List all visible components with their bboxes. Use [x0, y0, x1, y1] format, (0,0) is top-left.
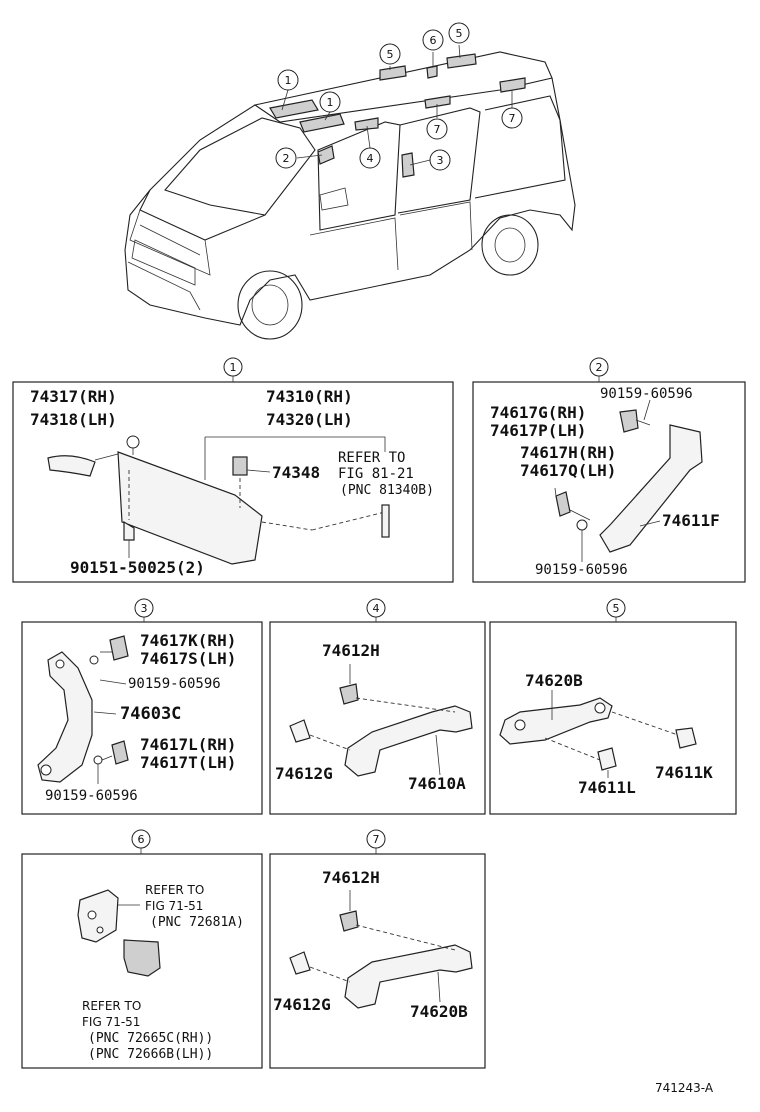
part-74617K: 74617K(RH) — [140, 631, 236, 650]
label-text: 5 — [387, 48, 394, 61]
overview-callout-6: 6 — [422, 29, 444, 51]
overview-callout-5a: 5 — [379, 43, 401, 65]
part-74617G: 74617G(RH) — [490, 403, 586, 422]
label-text: 4 — [367, 152, 374, 165]
label-text: (PNC 81340B) — [340, 483, 434, 498]
part-74610A: 74610A — [408, 774, 466, 793]
part-74317: 74317(RH) — [30, 387, 117, 406]
label-text: 7 — [373, 833, 380, 846]
panel-4: 4 74612H 74612G 74610A — [269, 598, 486, 815]
ref-text: REFER TO — [338, 450, 405, 466]
label-text: 7 — [509, 112, 516, 125]
label-text: 1 — [327, 96, 334, 109]
label-text: FIG 71-51 — [145, 899, 203, 913]
overview-callout-3: 3 — [429, 149, 451, 171]
overview-callout-1a: 1 — [277, 69, 299, 91]
figure-id: 741243-A — [655, 1081, 714, 1095]
part-74617Q: 74617Q(LH) — [520, 461, 616, 480]
ref-text-a: REFER TO — [145, 883, 204, 897]
vehicle-illustration — [124, 44, 576, 340]
part-74603C: 74603C — [120, 704, 181, 724]
panel-6: 6 REFER TO FIG 71-51 (PNC 72681A) REFER … — [21, 829, 263, 1069]
overview-callout-1b: 1 — [319, 91, 341, 113]
part-90159-b: 90159-60596 — [535, 562, 628, 578]
part-74617L: 74617L(RH) — [140, 735, 236, 754]
part-90159-a: 90159-60596 — [128, 676, 221, 692]
part-74617S: 74617S(LH) — [140, 649, 236, 668]
part-74612H: 74612H — [322, 868, 380, 887]
label-text: 3 — [141, 602, 148, 615]
panel-3: 3 74617K(RH) 74617S(LH) 90159-60596 7460… — [21, 598, 263, 815]
label-text: 5 — [456, 27, 463, 40]
part-74612G: 74612G — [273, 995, 331, 1014]
part-90159-b: 90159-60596 — [45, 788, 138, 804]
label-text: 1 — [285, 74, 292, 87]
part-74612G: 74612G — [275, 764, 333, 783]
part-74318: 74318(LH) — [30, 410, 117, 429]
part-74620B: 74620B — [525, 671, 583, 690]
part-74611K: 74611K — [655, 763, 713, 782]
overview-callout-2: 2 — [275, 147, 297, 169]
part-74348: 74348 — [272, 463, 320, 482]
label-text: 1 — [230, 361, 237, 374]
part-90159-a: 90159-60596 — [600, 386, 693, 402]
part-74617T: 74617T(LH) — [140, 753, 236, 772]
part-74611F: 74611F — [662, 511, 720, 530]
label-text: FIG 81-21 — [338, 466, 414, 482]
overview-callout-7a: 7 — [426, 118, 448, 140]
label-text: 3 — [437, 154, 444, 167]
label-text: 4 — [373, 602, 380, 615]
part-74617P: 74617P(LH) — [490, 421, 586, 440]
label-text: (PNC 72666B(LH)) — [88, 1047, 213, 1062]
overview-callout-4: 4 — [359, 147, 381, 169]
part-74620B: 74620B — [410, 1002, 468, 1021]
label-text: 2 — [283, 152, 290, 165]
label-text: (PNC 72681A) — [150, 915, 244, 930]
part-74617H: 74617H(RH) — [520, 443, 616, 462]
part-74612H: 74612H — [322, 641, 380, 660]
panel-1: 1 74317(RH) 74318(LH) 74310(RH) 74320(LH… — [12, 357, 454, 583]
label-text: FIG 71-51 — [82, 1015, 140, 1029]
label-text: (PNC 72665C(RH)) — [88, 1031, 213, 1046]
part-74310: 74310(RH) — [266, 387, 353, 406]
label-text: 5 — [613, 602, 620, 615]
part-90151: 90151-50025(2) — [70, 558, 205, 577]
label-text: 6 — [430, 34, 437, 47]
panel-7: 7 74612H 74612G 74620B — [269, 829, 486, 1069]
panel-2: 2 90159-60596 74617G(RH) 74617P(LH) 7461… — [472, 357, 746, 583]
panel-5: 5 74620B 74611L 74611K — [489, 598, 737, 815]
label-text: 2 — [596, 361, 603, 374]
part-74320: 74320(LH) — [266, 410, 353, 429]
label-text: 6 — [138, 833, 145, 846]
ref-text-b: REFER TO — [82, 999, 141, 1013]
part-74611L: 74611L — [578, 778, 636, 797]
label-text: 7 — [434, 123, 441, 136]
overview-callout-5b: 5 — [448, 22, 470, 44]
overview-callout-7b: 7 — [501, 107, 523, 129]
